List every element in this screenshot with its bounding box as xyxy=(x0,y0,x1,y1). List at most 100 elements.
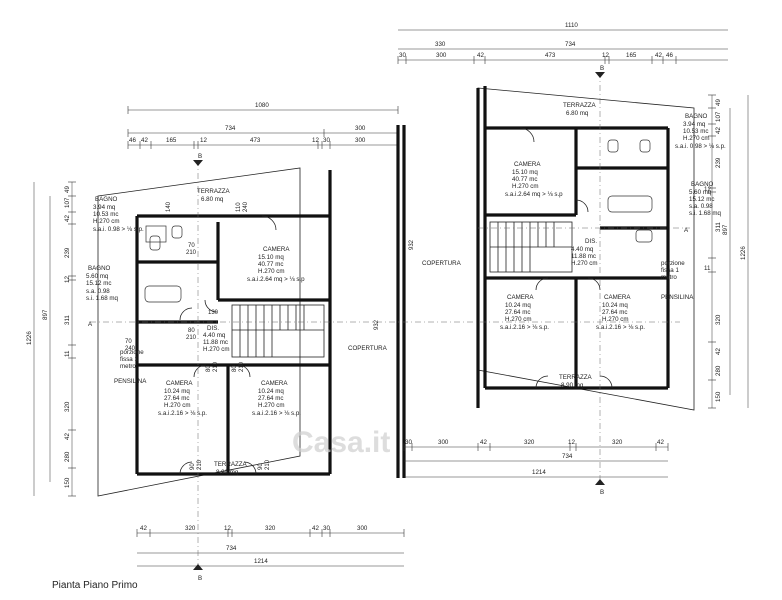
left-walls xyxy=(135,170,332,476)
room-name: DIS. xyxy=(207,325,219,332)
section-markers: B B B B A A xyxy=(88,65,689,582)
room-area: 5.60 mq xyxy=(86,273,109,280)
room-area: 10.24 mq xyxy=(164,388,190,395)
room-name: CAMERA xyxy=(263,246,290,253)
room-sai: s.a.i.2.16 > ⅛ s.p. xyxy=(596,324,645,331)
label-pensilina: PENSILINA xyxy=(114,378,147,385)
dim-right-top: 300 xyxy=(355,125,366,132)
door-dim: 140 xyxy=(166,201,172,212)
section-arrow-icon xyxy=(193,160,203,166)
room-volume: 15.12 mc xyxy=(689,196,714,203)
dim-bottom-chain: 320 xyxy=(612,439,623,446)
room-area: 8.90 mq xyxy=(561,382,584,389)
dim-top-chain: 30 xyxy=(323,137,330,144)
dim-right-chain: 311 xyxy=(715,222,722,232)
right-door-swings xyxy=(519,127,613,389)
room-volume: 40.77 mc xyxy=(512,176,537,183)
room-area: 10.24 mq xyxy=(602,302,628,309)
watermark-text: Casa.it xyxy=(292,426,390,459)
room-height: H.270 cm xyxy=(571,260,597,267)
door-dim: 210 xyxy=(186,250,197,256)
label-porzione: metro xyxy=(120,363,136,370)
dim-bottom-chain: 42 xyxy=(657,439,664,446)
section-arrow-icon xyxy=(595,479,605,485)
room-area: 10.24 mq xyxy=(505,302,531,309)
dim-top-chain: 42 xyxy=(655,52,662,59)
room-volume: 27.64 mc xyxy=(505,309,530,316)
dim-bottom-chain: 12 xyxy=(568,439,575,446)
room-name: CAMERA xyxy=(514,161,541,168)
dim-bottom-chain: 320 xyxy=(265,525,276,532)
room-name: BAGNO xyxy=(691,181,714,188)
room-area: 5.60 mq xyxy=(689,189,712,196)
dim-bottom-chain: 30 xyxy=(405,439,412,446)
dim-top-chain: 12 xyxy=(200,137,207,144)
door-dim: 90 xyxy=(190,463,196,470)
left-covering-wall xyxy=(396,125,406,478)
room-sai: s.a.i.2.16 > ⅛ s.p. xyxy=(158,410,207,417)
section-arrow-icon xyxy=(193,564,203,570)
room-height: H.270 cm xyxy=(512,183,538,190)
room-name: CAMERA xyxy=(507,294,534,301)
left-unit: 1080 734 300 46 42 165 12 473 12 30 300 … xyxy=(26,102,406,567)
room-area: 3.94 mq xyxy=(683,121,706,128)
door-dim: 80 xyxy=(206,365,212,372)
dim-overall-top: 1080 xyxy=(255,102,269,109)
room-height: H.270 cm xyxy=(258,268,284,275)
section-arrow-icon xyxy=(595,72,605,78)
label-copertura: COPERTURA xyxy=(422,260,462,267)
right-stairs xyxy=(489,221,573,273)
label-porzione: metro xyxy=(661,274,677,281)
dim-top-chain: 42 xyxy=(141,137,148,144)
dim-bottom-chain: 300 xyxy=(438,439,449,446)
door-dim: 240 xyxy=(243,201,249,212)
dim-top-chain: 165 xyxy=(626,52,637,59)
door-dim: 210 xyxy=(197,459,203,470)
dim-bottom-chain: 320 xyxy=(524,439,535,446)
section-lines xyxy=(90,72,690,572)
section-marker-b: B xyxy=(600,65,604,72)
dim-left-chain: 12 xyxy=(64,276,71,283)
dim-right-chain: 107 xyxy=(715,111,722,122)
left-bath-fixtures xyxy=(144,225,183,303)
section-marker-b: B xyxy=(198,153,202,160)
dim-right-chain: 42 xyxy=(715,348,722,355)
section-marker-b: B xyxy=(198,575,202,582)
dim-bottom-chain: 300 xyxy=(357,525,368,532)
room-height: H.270 cm xyxy=(164,402,190,409)
dim-left-chain: 320 xyxy=(64,401,71,412)
room-area: 4.40 mq xyxy=(571,246,594,253)
room-height: H.270 cm xyxy=(602,316,628,323)
dim-bottom-chain: 42 xyxy=(480,439,487,446)
dim-top-chain: 473 xyxy=(250,137,261,144)
dim-left-chain: 42 xyxy=(64,215,71,222)
dim-right-chain: 239 xyxy=(715,157,722,168)
door-dim: 80 xyxy=(232,365,238,372)
left-roof-outline xyxy=(97,167,301,497)
room-area: 6.80 mq xyxy=(566,110,589,117)
dim-overall-left: 1226 xyxy=(26,331,33,345)
dim-right-chain: 42 xyxy=(715,127,722,134)
right-bath-fixtures xyxy=(607,139,653,243)
door-dim: 70 xyxy=(188,243,195,249)
dim-bottom-chain: 42 xyxy=(312,525,319,532)
plan-caption: Pianta Piano Primo xyxy=(52,580,138,591)
room-sai: s.a.i.2.64 mq > ⅛ s.p xyxy=(505,191,563,198)
room-sai: s.a.i.2.16 > ⅛ s.p. xyxy=(252,410,301,417)
room-name: DIS. xyxy=(585,238,597,245)
dim-left-chain: 49 xyxy=(64,186,71,193)
room-sa: s.a. 0.98 xyxy=(86,288,110,295)
dim-overall-top: 1110 xyxy=(565,22,578,29)
door-dim: 240 xyxy=(125,346,136,352)
dim-right-chain: 49 xyxy=(715,99,722,106)
dim-bottom-mid: 734 xyxy=(226,545,237,552)
dim-right-chain: 320 xyxy=(715,314,722,325)
room-volume: 15.12 mc xyxy=(86,280,111,287)
room-volume: 11.88 mc xyxy=(203,339,228,346)
right-side-dimensions: 1226 897 49 107 42 239 12 311 11 320 42 … xyxy=(704,94,749,409)
room-si: s.i. 1.68 mq xyxy=(689,210,722,217)
dim-left-chain: 150 xyxy=(64,477,71,488)
dim-wall: 932 xyxy=(409,239,415,250)
section-marker-b: B xyxy=(600,489,604,496)
